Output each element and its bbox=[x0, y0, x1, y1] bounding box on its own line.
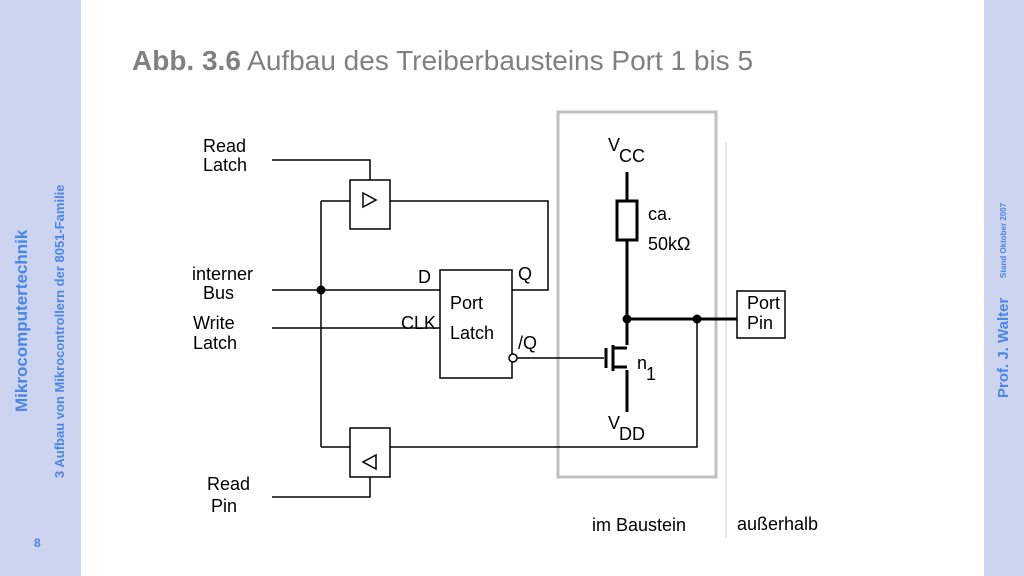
port-pin-box bbox=[736, 290, 786, 339]
read-latch-buffer bbox=[349, 179, 391, 230]
pullup-resistor bbox=[615, 199, 639, 242]
figure-title: Aufbau des Treiberbausteins Port 1 bis 5 bbox=[247, 45, 754, 76]
read-latch-label-2: Latch bbox=[203, 155, 247, 175]
power-path bbox=[604, 172, 737, 412]
vcc-label: V bbox=[608, 135, 620, 155]
junction-drain bbox=[622, 314, 632, 324]
transistor-label: n bbox=[637, 353, 647, 373]
junction-pin bbox=[692, 314, 702, 324]
slide-title: Abb. 3.6 Aufbau des Treiberbausteins Por… bbox=[132, 45, 754, 77]
latch-q-label: Q bbox=[518, 264, 532, 284]
outside-label: außerhalb bbox=[737, 514, 818, 534]
vdd-label: V bbox=[608, 413, 620, 433]
latch-d-label: D bbox=[418, 267, 431, 287]
read-pin-buffer-symbol bbox=[361, 453, 377, 471]
junction-bus bbox=[316, 285, 326, 295]
chip-boundary bbox=[556, 110, 718, 479]
write-latch-label-1: Write bbox=[193, 313, 235, 333]
port-pin-label-2: Pin bbox=[747, 313, 773, 333]
resistor-label-2: 50kΩ bbox=[648, 234, 690, 254]
port-latch-label-1: Port bbox=[450, 293, 483, 313]
read-pin-label-2: Pin bbox=[211, 496, 237, 516]
transistor-subscript: 1 bbox=[646, 364, 656, 384]
page-number: 8 bbox=[34, 536, 41, 550]
read-pin-buffer bbox=[349, 427, 391, 478]
inside-label: im Baustein bbox=[592, 515, 686, 535]
left-sidebar bbox=[0, 0, 81, 576]
latch-qn-label: /Q bbox=[518, 333, 537, 353]
qn-inversion-bubble bbox=[508, 353, 518, 363]
wires bbox=[272, 159, 698, 498]
latch-clk-label: CLK bbox=[401, 313, 436, 333]
port-latch bbox=[439, 269, 513, 379]
resistor-label-1: ca. bbox=[648, 204, 672, 224]
vcc-subscript: CC bbox=[619, 146, 645, 166]
read-latch-buffer-symbol bbox=[362, 191, 378, 209]
read-pin-label-1: Read bbox=[207, 474, 250, 494]
vdd-subscript: DD bbox=[619, 424, 645, 444]
interner-bus-label-1: interner bbox=[192, 264, 253, 284]
figure-label: Abb. 3.6 bbox=[132, 45, 241, 76]
read-latch-label-1: Read bbox=[203, 136, 246, 156]
right-sidebar bbox=[984, 0, 1024, 576]
port-pin-label-1: Port bbox=[747, 293, 780, 313]
write-latch-label-2: Latch bbox=[193, 333, 237, 353]
interner-bus-label-2: Bus bbox=[203, 283, 234, 303]
port-latch-label-2: Latch bbox=[450, 323, 494, 343]
